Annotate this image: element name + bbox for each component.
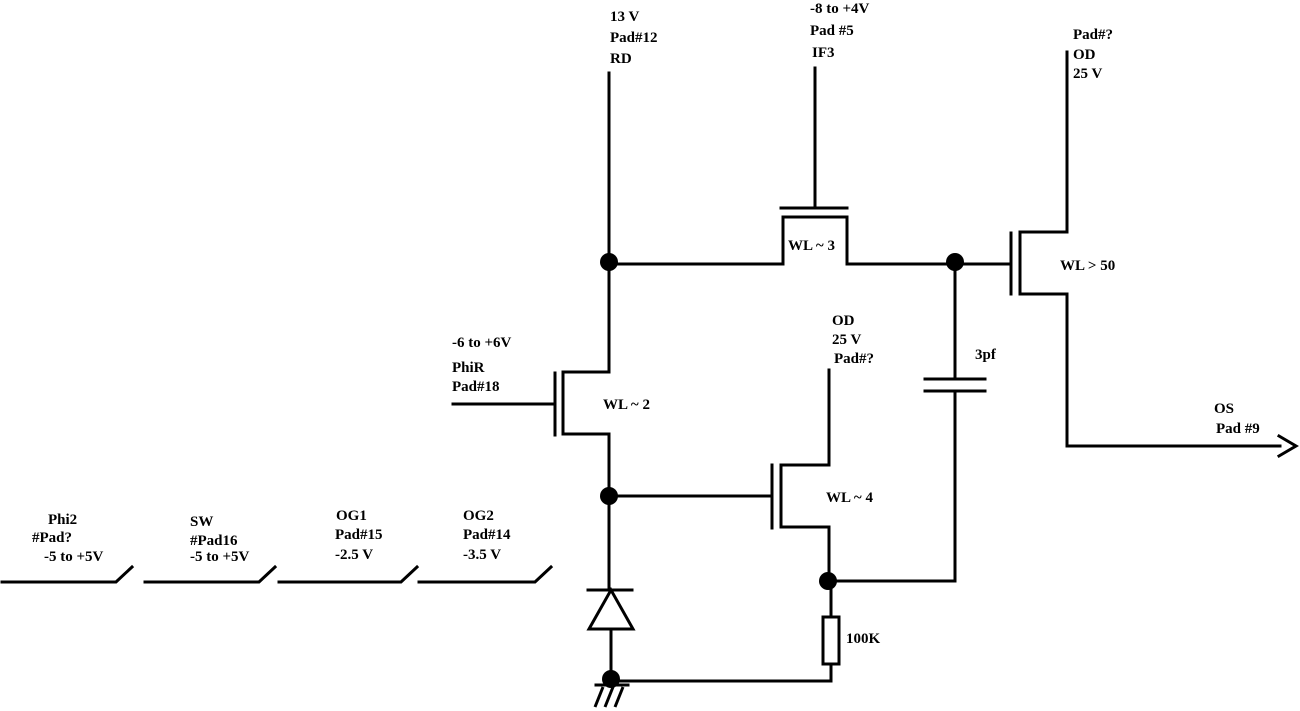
junction-dot — [600, 487, 618, 505]
os-pad: Pad #9 — [1216, 421, 1260, 437]
switch-name: SW — [190, 514, 213, 530]
if3-transistor: WL ~ 3 — [607, 66, 957, 266]
if3-wl-label: WL ~ 3 — [788, 238, 835, 254]
phir-pad: Pad#18 — [452, 379, 500, 395]
switch-name: Phi2 — [48, 512, 77, 528]
reset-transistor: WL ~ 2 — [451, 260, 650, 498]
junction-dot — [946, 253, 964, 271]
source-follower-transistor: WL ~ 4 — [607, 368, 873, 583]
phir-label: -6 to +6V PhiR Pad#18 — [452, 335, 512, 395]
od-src-pad: Pad#? — [834, 351, 874, 367]
junction-dot — [600, 253, 618, 271]
if3-label: -8 to +4V Pad #5 IF3 — [810, 1, 870, 61]
switch-name: OG2 — [463, 508, 494, 524]
source-wl-label: WL ~ 4 — [826, 490, 873, 506]
switch-og1: OG1 Pad#15 -2.5 V — [277, 508, 420, 584]
switch-sw: SW #Pad16 -5 to +5V — [143, 514, 278, 584]
switch-voltage: -5 to +5V — [190, 549, 250, 565]
switch-phi2: Phi2 #Pad? -5 to +5V — [0, 512, 135, 584]
rd-name: RD — [610, 51, 632, 67]
capacitor: 3pf — [827, 262, 997, 583]
od-src-voltage: 25 V — [832, 332, 861, 348]
od-out-pad: Pad#? — [1073, 27, 1113, 43]
diode — [586, 494, 636, 683]
if3-voltage: -8 to +4V — [810, 1, 870, 17]
rd-voltage: 13 V — [610, 9, 639, 25]
phir-name: PhiR — [452, 360, 485, 376]
os-output-label: OS Pad #9 — [1214, 401, 1260, 437]
switch-pad: Pad#14 — [463, 527, 511, 543]
os-name: OS — [1214, 401, 1234, 417]
junction-dot — [602, 670, 620, 688]
od-out-label: Pad#? OD 25 V — [1073, 27, 1113, 82]
resistor: 100K — [609, 579, 881, 683]
resistor-label: 100K — [846, 631, 881, 647]
switch-voltage: -3.5 V — [463, 547, 501, 563]
od-out-name: OD — [1073, 47, 1096, 63]
capacitor-label: 3pf — [975, 347, 997, 363]
junction-dot — [819, 572, 837, 590]
reset-wl-label: WL ~ 2 — [603, 397, 650, 413]
rd-pad: Pad#12 — [610, 30, 658, 46]
switch-pad: Pad#15 — [335, 527, 383, 543]
rd-supply-label: 13 V Pad#12 RD — [610, 9, 658, 67]
ground-icon — [593, 683, 630, 708]
if3-name: IF3 — [812, 45, 835, 61]
phir-voltage: -6 to +6V — [452, 335, 512, 351]
switch-pad: #Pad? — [32, 530, 72, 546]
od-src-name: OD — [832, 313, 855, 329]
switch-name: OG1 — [336, 508, 367, 524]
switch-voltage: -2.5 V — [335, 547, 373, 563]
if3-pad: Pad #5 — [810, 23, 854, 39]
output-transistor: WL > 50 — [953, 50, 1299, 459]
od-out-voltage: 25 V — [1073, 66, 1102, 82]
output-wl-label: WL > 50 — [1060, 258, 1115, 274]
switch-og2: OG2 Pad#14 -3.5 V — [417, 508, 554, 584]
switch-voltage: -5 to +5V — [44, 549, 104, 565]
switch-pad: #Pad16 — [190, 533, 238, 549]
od-src-label: OD 25 V Pad#? — [832, 313, 874, 367]
